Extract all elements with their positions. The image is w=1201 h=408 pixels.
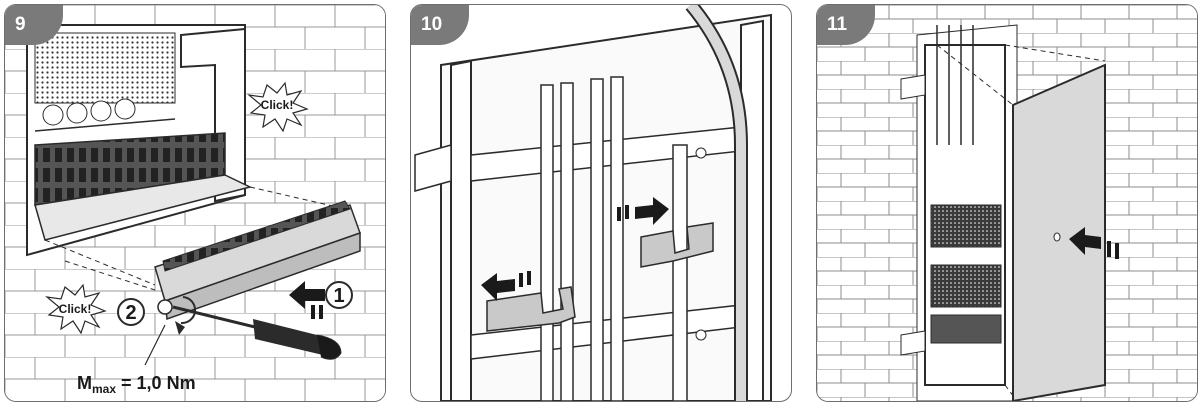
click-label-top: Click!	[261, 98, 294, 112]
insert-arrow-icon	[481, 271, 531, 301]
step-number-badge: 10	[411, 5, 469, 45]
cable-clip-left	[486, 286, 576, 332]
step-panel-9: 1 2 Click! Click! 9 Mmax = 1,0 Nm	[4, 4, 386, 402]
step-11-illustration	[817, 5, 1197, 401]
ventilation-grille	[34, 32, 176, 104]
enclosure-frame	[180, 27, 246, 203]
frame-rail-left	[450, 59, 472, 401]
insert-arrow-icon	[1069, 227, 1119, 259]
cover-screw	[1053, 232, 1061, 242]
callout-2	[117, 298, 145, 326]
front-cover	[1012, 63, 1106, 401]
torque-spec: Mmax = 1,0 Nm	[77, 373, 196, 396]
screw	[157, 299, 173, 315]
callout-2-label: 2	[125, 302, 136, 324]
patch-panel-upper	[930, 204, 1002, 248]
click-burst-icon	[44, 283, 107, 335]
click-burst-icon	[246, 81, 309, 133]
cable-entry-holes	[42, 98, 136, 126]
patch-panel-lower	[930, 264, 1002, 308]
step-9-illustration: 1 2 Click! Click!	[5, 5, 385, 401]
callout-1	[325, 281, 353, 309]
screwdriver-icon	[172, 305, 342, 360]
insert-arrow-icon	[289, 281, 325, 319]
click-label-bottom: Click!	[59, 302, 92, 316]
cable-clip-right	[640, 222, 714, 268]
insert-arrow-icon	[617, 197, 669, 225]
step-number: 9	[15, 14, 26, 35]
callout-1-label: 1	[333, 285, 344, 307]
step-panel-11: 11	[816, 4, 1198, 402]
step-number: 10	[421, 14, 443, 35]
step-number: 11	[827, 14, 848, 35]
rotation-arrow-icon	[180, 296, 196, 325]
step-panel-10: 10	[410, 4, 792, 402]
step-10-illustration	[414, 5, 772, 401]
